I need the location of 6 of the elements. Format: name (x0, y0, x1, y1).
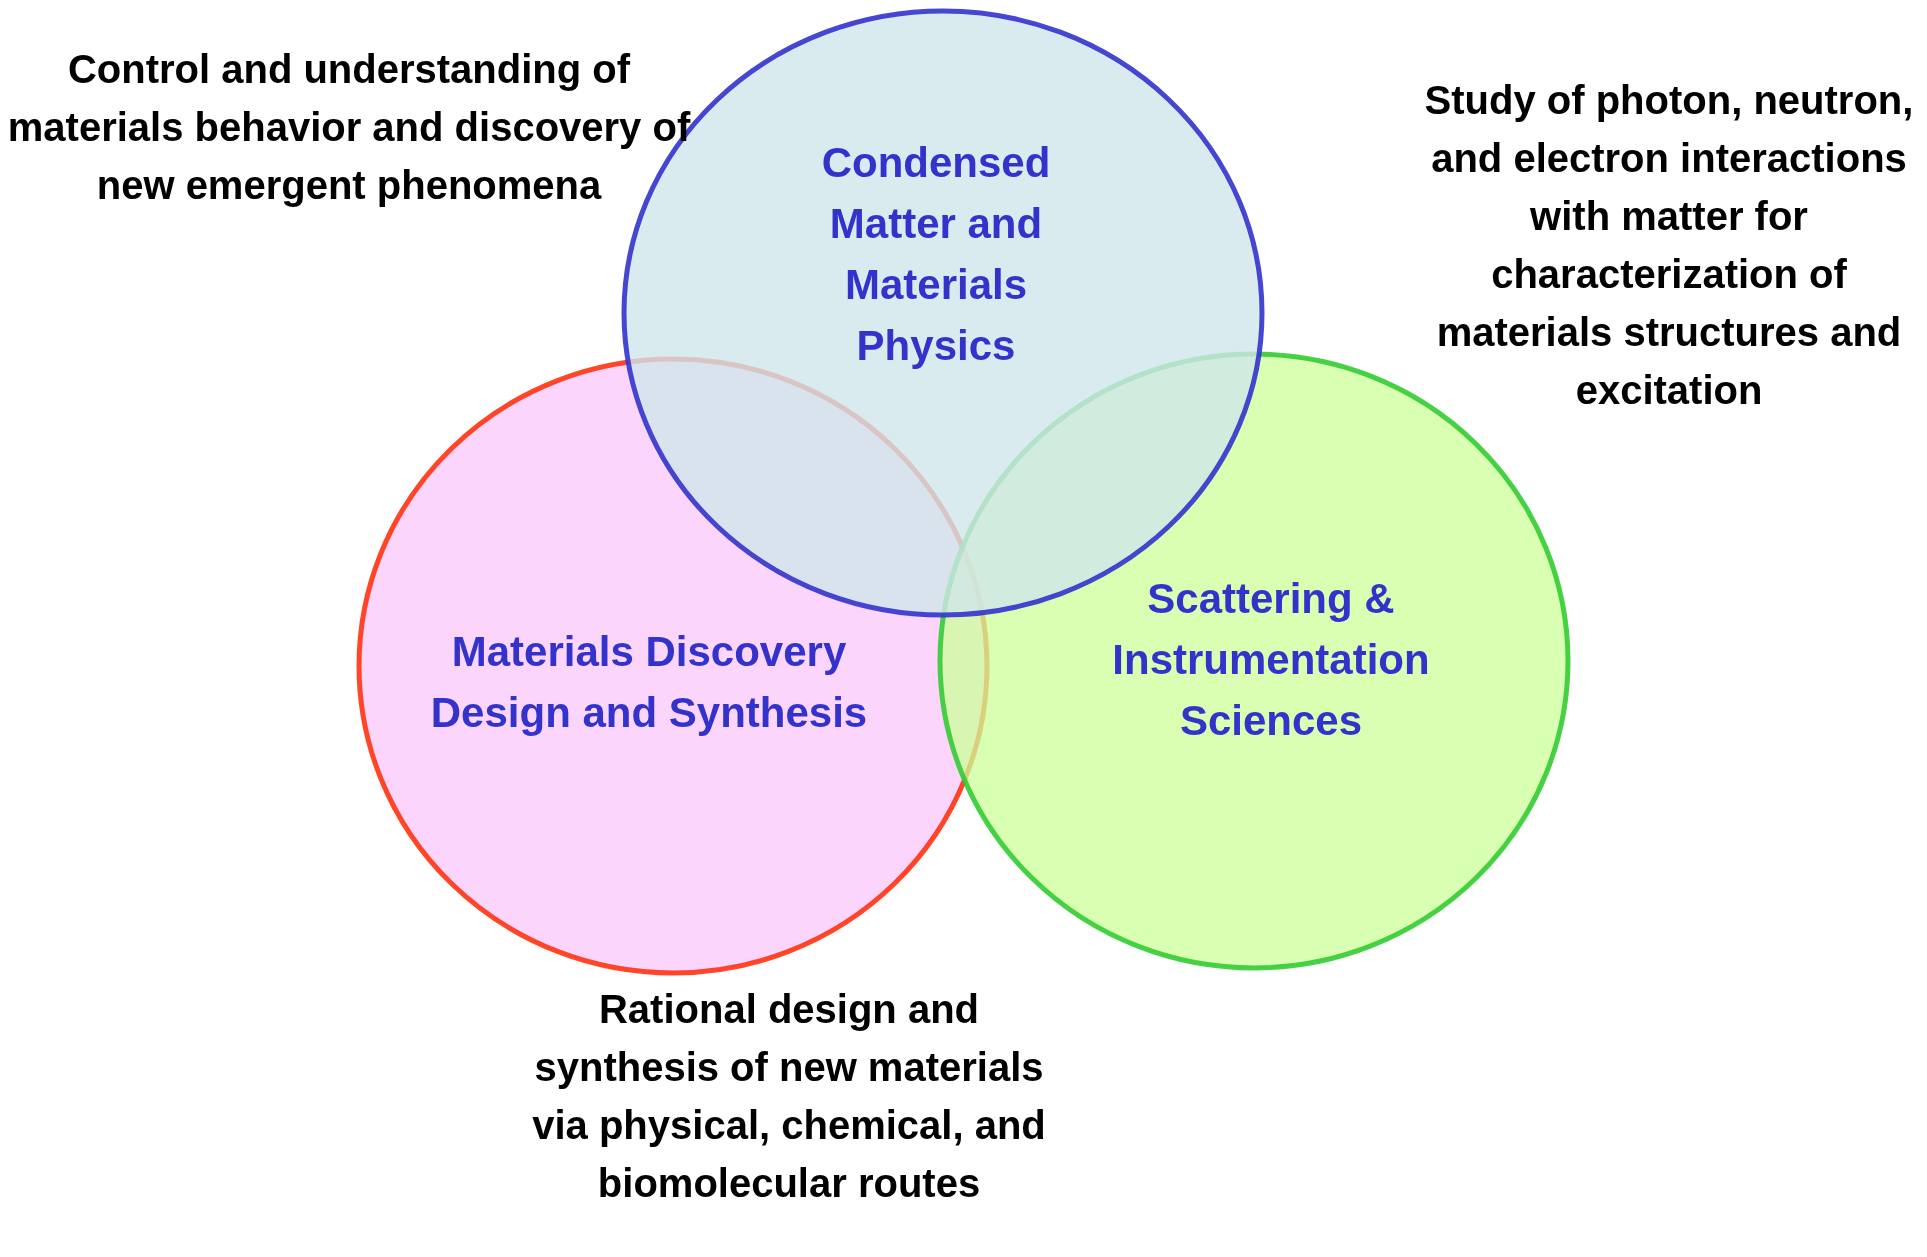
description-text: Study of photon, neutron, and electron interactions with matter for characterization of materials structures and excitation (1423, 77, 1915, 414)
circle-label: Scattering & Instrumentation Sciences (1111, 573, 1431, 746)
circle-label: Materials Discovery Design and Synthesis (429, 627, 869, 738)
circle-label: Condensed Matter and Materials Physics (820, 138, 1052, 371)
description-text: Rational design and synthesis of new materials via physical, chemical, and biomolecular routes (531, 986, 1047, 1207)
description-text: Control and understanding of materials behavior and discovery of new emergent phenomena (6, 46, 692, 209)
